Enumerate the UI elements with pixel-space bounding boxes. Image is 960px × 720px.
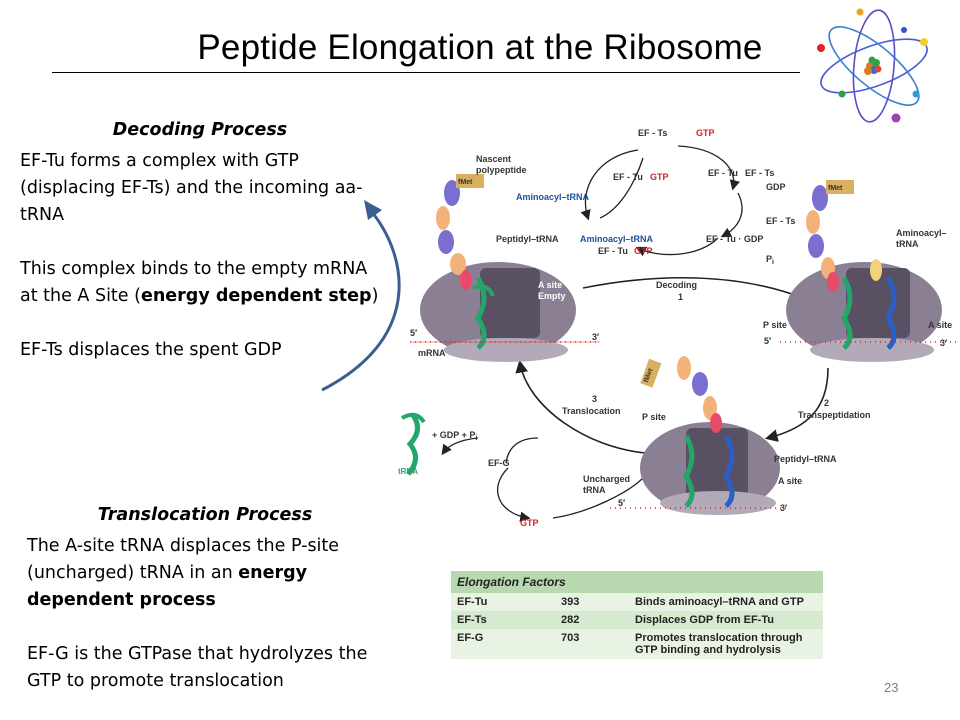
svg-text:P site: P site bbox=[642, 412, 666, 422]
elongation-factors-table: Elongation Factors EF-Tu 393 Binds amino… bbox=[451, 571, 823, 659]
decoding-paragraph-1: EF-Tu forms a complex with GTP (displaci… bbox=[20, 151, 363, 225]
svg-text:Uncharged: Uncharged bbox=[583, 474, 630, 484]
title-underline bbox=[52, 72, 800, 73]
decoding-text: EF-Tu forms a complex with GTP (displaci… bbox=[20, 148, 380, 364]
svg-text:Aminoacyl–tRNA: Aminoacyl–tRNA bbox=[580, 234, 654, 244]
svg-text:Transpeptidation: Transpeptidation bbox=[798, 410, 871, 420]
svg-text:tRNA: tRNA bbox=[896, 239, 919, 249]
svg-text:GTP: GTP bbox=[634, 246, 653, 256]
ribosome-right-icon bbox=[780, 262, 958, 362]
svg-text:mRNA: mRNA bbox=[418, 348, 446, 358]
elongation-cycle-diagram: EF - Ts GTP Nascent polypeptide EF - Tu … bbox=[398, 128, 958, 528]
table-row: EF-G 703 Promotes translocation through … bbox=[451, 629, 823, 659]
factor-name: EF-Ts bbox=[451, 611, 555, 629]
svg-text:polypeptide: polypeptide bbox=[476, 165, 527, 175]
ribosome-bottom-icon bbox=[610, 422, 788, 515]
svg-text:Pi: Pi bbox=[766, 254, 774, 266]
svg-text:fMet: fMet bbox=[458, 179, 473, 186]
svg-text:Peptidyl–tRNA: Peptidyl–tRNA bbox=[774, 454, 837, 464]
svg-text:Translocation: Translocation bbox=[562, 406, 621, 416]
decoding-heading: Decoding Process bbox=[112, 120, 288, 140]
svg-text:3: 3 bbox=[592, 394, 597, 404]
svg-text:1: 1 bbox=[678, 292, 683, 302]
slide-title: Peptide Elongation at the Ribosome bbox=[197, 28, 763, 67]
svg-text:EF - Ts: EF - Ts bbox=[638, 128, 667, 138]
svg-text:3′: 3′ bbox=[592, 332, 599, 342]
svg-text:5′: 5′ bbox=[764, 336, 771, 346]
svg-text:Aminoacyl–tRNA: Aminoacyl–tRNA bbox=[516, 192, 590, 202]
table-row: EF-Ts 282 Displaces GDP from EF-Tu bbox=[451, 611, 823, 629]
svg-text:Nascent: Nascent bbox=[476, 154, 511, 164]
ribosome-left-icon bbox=[410, 262, 600, 362]
curved-arrow-icon bbox=[321, 200, 401, 392]
svg-text:EF - Tu · GDP: EF - Tu · GDP bbox=[706, 234, 763, 244]
free-trna-icon bbox=[401, 412, 426, 476]
svg-text:GTP: GTP bbox=[520, 518, 539, 528]
svg-text:fMet: fMet bbox=[643, 367, 655, 384]
svg-text:EF - Ts: EF - Ts bbox=[766, 216, 795, 226]
translocation-heading: Translocation Process bbox=[97, 505, 313, 525]
svg-text:Aminoacyl–: Aminoacyl– bbox=[896, 228, 947, 238]
factor-mass: 703 bbox=[555, 629, 629, 659]
factor-mass: 393 bbox=[555, 593, 629, 611]
svg-text:P site: P site bbox=[763, 320, 787, 330]
factor-name: EF-G bbox=[451, 629, 555, 659]
svg-text:fMet: fMet bbox=[828, 185, 843, 192]
svg-text:2: 2 bbox=[824, 398, 829, 408]
svg-text:GDP: GDP bbox=[766, 182, 786, 192]
svg-text:EF - Tu: EF - Tu bbox=[613, 172, 643, 182]
svg-text:Peptidyl–tRNA: Peptidyl–tRNA bbox=[496, 234, 559, 244]
svg-text:tRNA: tRNA bbox=[583, 485, 606, 495]
factor-role: Binds aminoacyl–tRNA and GTP bbox=[629, 593, 823, 611]
factor-mass: 282 bbox=[555, 611, 629, 629]
factor-role: Displaces GDP from EF-Tu bbox=[629, 611, 823, 629]
atom-logo-icon bbox=[817, 8, 928, 123]
table-row: EF-Tu 393 Binds aminoacyl–tRNA and GTP bbox=[451, 593, 823, 611]
table-title: Elongation Factors bbox=[451, 571, 823, 593]
svg-text:+ GDP + Pi: + GDP + Pi bbox=[432, 430, 477, 442]
translocation-text: The A-site tRNA displaces the P-site (un… bbox=[27, 533, 387, 695]
factor-role: Promotes translocation through GTP bindi… bbox=[629, 629, 823, 659]
polypeptide-bottom-icon bbox=[640, 356, 722, 433]
svg-text:3′: 3′ bbox=[940, 338, 947, 348]
decoding-paragraph-2: This complex binds to the empty mRNA at … bbox=[20, 259, 379, 306]
svg-text:A site: A site bbox=[928, 320, 952, 330]
svg-text:EF - Tu: EF - Tu bbox=[708, 168, 738, 178]
svg-text:tRNA: tRNA bbox=[398, 467, 418, 476]
svg-text:GTP: GTP bbox=[696, 128, 715, 138]
polypeptide-right-icon bbox=[806, 180, 882, 292]
svg-text:GTP: GTP bbox=[650, 172, 669, 182]
svg-text:5′: 5′ bbox=[410, 328, 417, 338]
svg-text:A site: A site bbox=[778, 476, 802, 486]
translocation-paragraph-1: The A-site tRNA displaces the P-site (un… bbox=[27, 536, 340, 610]
svg-text:5′: 5′ bbox=[618, 498, 625, 508]
svg-text:Empty: Empty bbox=[538, 291, 566, 301]
decoding-paragraph-3: EF-Ts displaces the spent GDP bbox=[20, 340, 282, 360]
svg-text:EF-G: EF-G bbox=[488, 458, 510, 468]
svg-text:A site: A site bbox=[538, 280, 562, 290]
polypeptide-left-icon bbox=[436, 174, 484, 290]
svg-text:EF - Tu: EF - Tu bbox=[598, 246, 628, 256]
svg-text:EF - Ts: EF - Ts bbox=[745, 168, 774, 178]
svg-text:3′: 3′ bbox=[780, 503, 787, 513]
factor-name: EF-Tu bbox=[451, 593, 555, 611]
translocation-paragraph-2: EF-G is the GTPase that hydrolyzes the G… bbox=[27, 644, 368, 691]
page-number: 23 bbox=[884, 680, 899, 695]
svg-text:Decoding: Decoding bbox=[656, 280, 697, 290]
